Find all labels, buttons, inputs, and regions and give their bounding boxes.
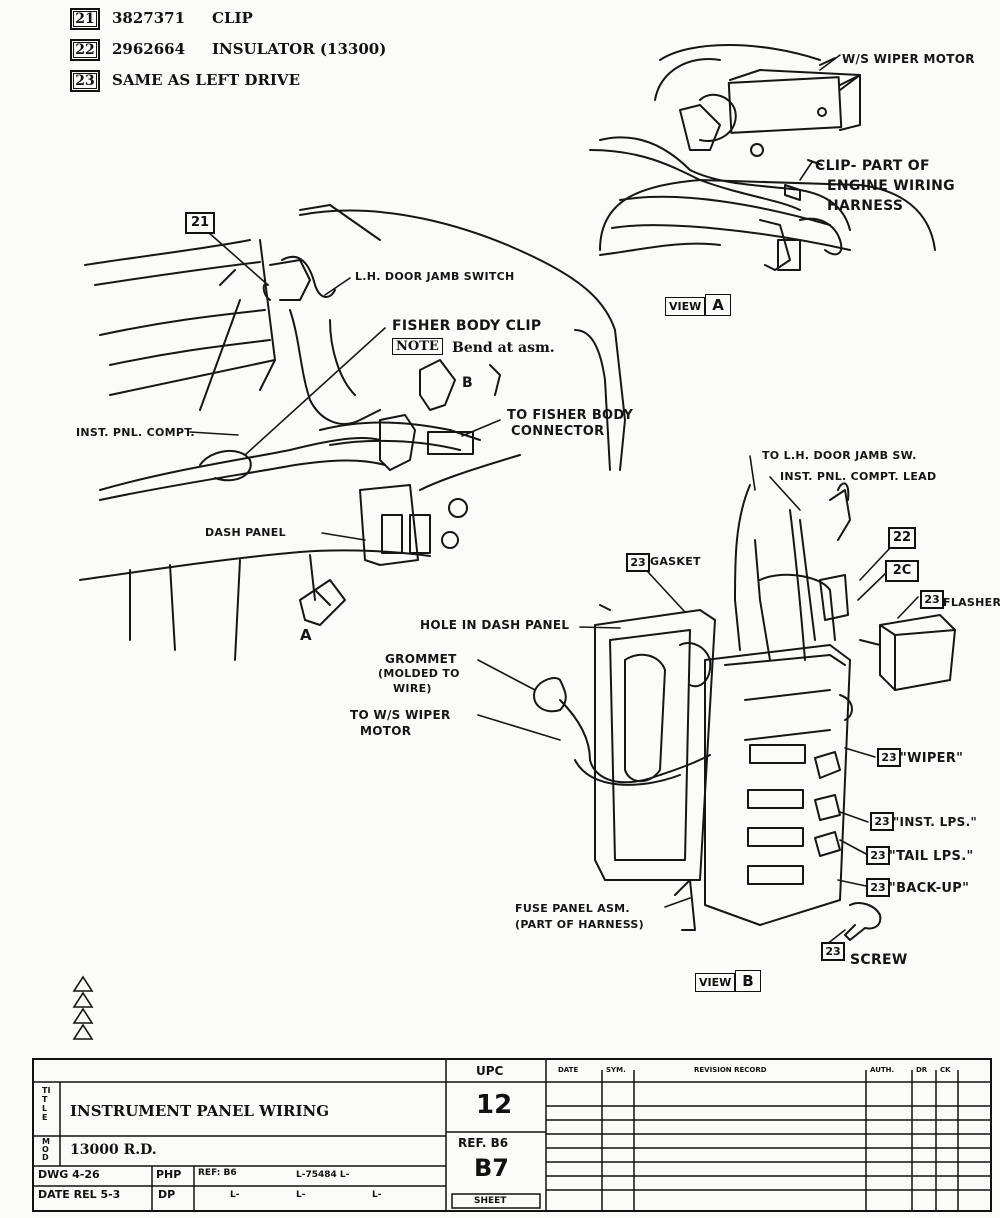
label-wiper: "WIPER" bbox=[900, 751, 964, 766]
ref-value: B7 bbox=[474, 1154, 509, 1182]
drawing-title: INSTRUMENT PANEL WIRING bbox=[70, 1102, 330, 1120]
l-dash-1: L- bbox=[230, 1190, 240, 1200]
l-dash-2: L- bbox=[296, 1190, 306, 1200]
label-fuse-panel-asm-line-1: FUSE PANEL ASM. bbox=[515, 902, 630, 915]
dwg-date: DWG 4-26 bbox=[38, 1168, 100, 1181]
release-date: DATE REL 5-3 bbox=[38, 1188, 121, 1201]
drawing-number: L-75484 L- bbox=[296, 1170, 350, 1180]
callout-23-tail-lps: 23 bbox=[866, 846, 890, 865]
label-dash-panel: DASH PANEL bbox=[205, 526, 286, 539]
label-grommet-line-2: (MOLDED TO bbox=[378, 667, 460, 680]
note-tag: NOTE bbox=[392, 338, 443, 355]
title-block: UPC 12 REF. B6 B7 SHEET TITLE INSTRUMENT… bbox=[32, 1058, 992, 1212]
callout-23-wiper: 23 bbox=[877, 748, 901, 767]
title-block-grid bbox=[34, 1060, 990, 1210]
model-value: 13000 R.D. bbox=[70, 1142, 157, 1158]
part-code: 2962664 bbox=[112, 40, 186, 58]
label-fisher-body-clip: FISHER BODY CLIP bbox=[392, 318, 542, 334]
rev-record-header: REVISION RECORD bbox=[694, 1066, 767, 1074]
label-fuse-panel-asm-line-2: (PART OF HARNESS) bbox=[515, 918, 644, 931]
view-b-label: VIEW bbox=[695, 973, 736, 992]
label-grommet-line-1: GROMMET bbox=[385, 652, 457, 666]
callout-23-inst-lps: 23 bbox=[870, 812, 894, 831]
label-wiper-motor: W/S WIPER MOTOR bbox=[842, 52, 975, 66]
label-to-fisher-body-line-1: TO FISHER BODY bbox=[507, 408, 634, 423]
label-lh-door-jamb-switch: L.H. DOOR JAMB SWITCH bbox=[355, 270, 515, 283]
label-to-lh-door-jamb-sw: TO L.H. DOOR JAMB SW. bbox=[762, 449, 917, 462]
parts-list-row: 21 3827371 CLIP bbox=[70, 8, 253, 30]
rev-date-header: DATE bbox=[558, 1066, 579, 1074]
ref-label: REF. B6 bbox=[458, 1136, 509, 1150]
label-tail-lps: "TAIL LPS." bbox=[889, 849, 974, 864]
view-b-fuse-panel-illustration bbox=[533, 482, 956, 941]
label-clip-part-line-3: HARNESS bbox=[827, 198, 904, 214]
arrow-a-letter: A bbox=[300, 626, 312, 644]
note-text: Bend at asm. bbox=[452, 340, 555, 356]
door-jamb-area-illustration bbox=[79, 204, 626, 661]
callout-23-back-up: 23 bbox=[866, 878, 890, 897]
rev-dr-header: DR bbox=[916, 1066, 928, 1074]
label-flasher: FLASHER bbox=[943, 596, 1000, 609]
label-clip-part-line-2: ENGINE WIRING bbox=[827, 178, 955, 194]
sheet-label: SHEET bbox=[474, 1196, 507, 1206]
callout-22: 22 bbox=[888, 527, 916, 549]
parts-list-row: 23 SAME AS LEFT DRIVE bbox=[70, 70, 300, 92]
label-clip-part-line-1: CLIP- PART OF bbox=[815, 158, 930, 174]
view-b-letter: B bbox=[735, 970, 761, 992]
label-screw: SCREW bbox=[850, 952, 908, 968]
upc-value: 12 bbox=[476, 1090, 513, 1120]
callout-23-flasher: 23 bbox=[920, 590, 944, 609]
label-inst-lps: "INST. LPS." bbox=[893, 815, 977, 829]
upc-label: UPC bbox=[476, 1064, 504, 1078]
callout-23-gasket: 23 bbox=[626, 553, 650, 572]
label-to-ws-wiper-line-1: TO W/S WIPER bbox=[350, 708, 451, 722]
l-dash-3: L- bbox=[372, 1190, 382, 1200]
part-number-box: 23 bbox=[70, 70, 100, 92]
part-description: INSULATOR (13300) bbox=[212, 40, 387, 58]
initials-2: DP bbox=[158, 1188, 176, 1201]
ref-b6: REF: B6 bbox=[198, 1168, 237, 1178]
view-a-label: VIEW bbox=[665, 297, 706, 316]
label-back-up: "BACK-UP" bbox=[889, 881, 970, 896]
revision-triangles-icon bbox=[72, 975, 94, 1040]
callout-21: 21 bbox=[185, 212, 215, 234]
rev-auth-header: AUTH. bbox=[870, 1066, 895, 1074]
initials-1: PHP bbox=[156, 1168, 182, 1181]
wiring-diagram-drawing bbox=[79, 44, 956, 949]
label-to-ws-wiper-line-2: MOTOR bbox=[360, 724, 412, 738]
rev-ck-header: CK bbox=[940, 1066, 951, 1074]
label-inst-pnl-compt: INST. PNL. COMPT. bbox=[76, 426, 195, 439]
part-description: CLIP bbox=[212, 9, 253, 27]
part-number-box: 21 bbox=[70, 8, 100, 30]
callout-2c: 2C bbox=[885, 560, 919, 582]
label-grommet-line-3: WIRE) bbox=[393, 682, 432, 695]
label-to-fisher-body-line-2: CONNECTOR bbox=[511, 424, 605, 439]
label-gasket: GASKET bbox=[650, 555, 701, 568]
part-code: 3827371 bbox=[112, 9, 186, 27]
parts-list-row: 22 2962664 INSULATOR (13300) bbox=[70, 39, 386, 61]
part-number-box: 22 bbox=[70, 39, 100, 61]
part-description: SAME AS LEFT DRIVE bbox=[112, 71, 300, 89]
rev-sym-header: SYM. bbox=[606, 1066, 626, 1074]
label-hole-in-dash-panel: HOLE IN DASH PANEL bbox=[420, 618, 570, 632]
title-field-label: TITLE bbox=[42, 1086, 51, 1122]
view-a-wiper-motor-illustration bbox=[589, 44, 936, 271]
view-a-letter: A bbox=[705, 294, 731, 316]
callout-23-screw: 23 bbox=[821, 942, 845, 961]
leader-lines bbox=[189, 54, 919, 949]
model-field-label: MOD bbox=[42, 1137, 50, 1162]
arrow-b-letter: B bbox=[462, 375, 473, 391]
label-inst-pnl-compt-lead: INST. PNL. COMPT. LEAD bbox=[780, 470, 937, 483]
